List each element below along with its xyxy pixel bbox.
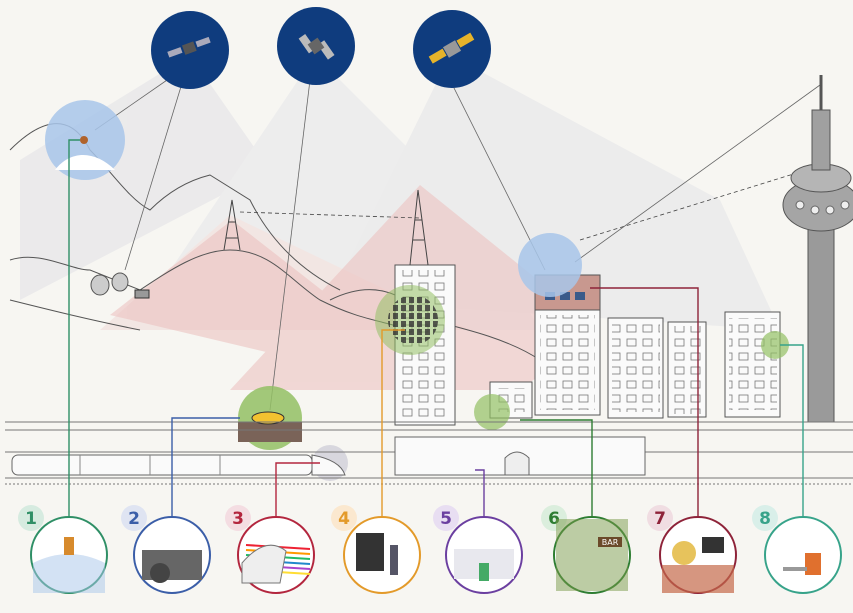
scene-highlights bbox=[45, 100, 789, 481]
scenario-number: 1 bbox=[25, 509, 37, 529]
scenario-connectors bbox=[68, 139, 804, 518]
hill-cell-tower-icon bbox=[223, 199, 241, 251]
scenario-8: 8 bbox=[752, 505, 842, 594]
scenario-3: 3 bbox=[225, 505, 315, 594]
remote-highlight bbox=[761, 331, 789, 359]
number-badge bbox=[121, 505, 147, 531]
street-bar-icon: BAR bbox=[553, 516, 631, 594]
number-badge bbox=[18, 505, 44, 531]
number-badge bbox=[752, 505, 778, 531]
number-badge bbox=[433, 505, 459, 531]
satellites bbox=[151, 7, 491, 89]
satellite-links bbox=[94, 77, 821, 411]
scenario-number: 5 bbox=[440, 509, 452, 529]
high-speed-train-icon bbox=[11, 454, 346, 476]
scenario-number: 6 bbox=[548, 509, 560, 529]
street-highlight bbox=[474, 394, 510, 430]
scenario-number: 2 bbox=[128, 509, 140, 529]
satellite-1-icon bbox=[151, 11, 229, 89]
rooftop-highlight bbox=[518, 233, 582, 297]
office-indoor-icon bbox=[343, 516, 421, 594]
scenario-1: 1 bbox=[18, 505, 108, 594]
car-dashboard-icon bbox=[133, 516, 211, 594]
ground-station-dishes-icon bbox=[90, 272, 150, 299]
remote-laptop-user-icon bbox=[764, 516, 842, 594]
satellite-3-icon bbox=[413, 10, 491, 88]
number-badge bbox=[331, 505, 357, 531]
number-badge bbox=[225, 505, 251, 531]
train-station-icon bbox=[394, 436, 646, 476]
high-speed-train-icon bbox=[237, 516, 315, 594]
scenario-5: 5 bbox=[433, 505, 523, 594]
backhaul-links bbox=[239, 171, 801, 241]
scenario-7: 7 bbox=[647, 505, 737, 594]
train-station-icon bbox=[445, 516, 523, 594]
tv-tower-icon bbox=[782, 75, 853, 423]
scenario-number: 4 bbox=[338, 509, 350, 529]
scenario-2: 2 bbox=[121, 505, 211, 594]
home-video-call-icon bbox=[659, 516, 737, 594]
mountain-hiker-icon bbox=[30, 516, 108, 594]
scenario-number: 7 bbox=[654, 509, 666, 529]
satellite-2-icon bbox=[277, 7, 355, 85]
number-badge bbox=[647, 505, 673, 531]
scenario-number: 8 bbox=[759, 509, 771, 529]
scenario-number: 3 bbox=[232, 509, 244, 529]
scenario-4: 4 bbox=[331, 505, 421, 594]
bar-sign-text: BAR bbox=[602, 538, 619, 547]
